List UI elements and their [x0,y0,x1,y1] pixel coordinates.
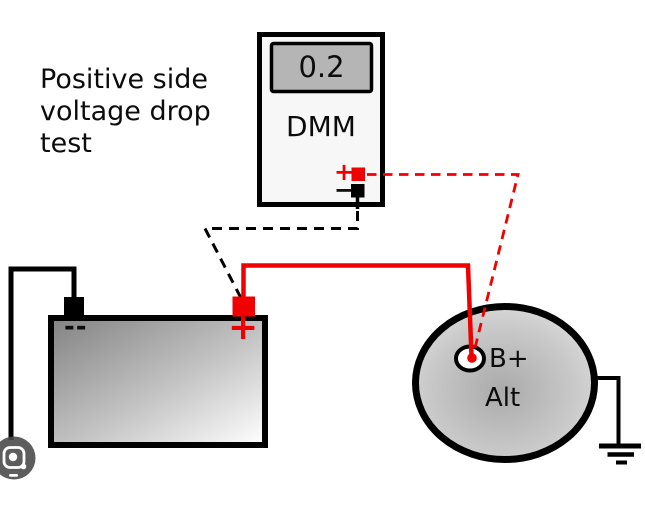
alternator-body [412,303,598,463]
lens-camera-icon[interactable] [0,436,36,480]
dmm-display [269,41,374,94]
dmm-negative-jack-label: − [334,176,355,204]
dmm-positive-jack-label: + [334,158,355,186]
alternator-label: Alt [485,383,521,413]
dmm-positive-lead-dashed [367,173,520,355]
bplus-probe-dot [467,353,477,363]
ground-symbol-icon [599,443,641,465]
alternator-output-terminal-label: B+ [489,344,529,374]
dmm-label: DMM [286,110,356,143]
dmm-display-reading: 0.2 [298,50,345,84]
alternator-ground-wire [597,376,621,444]
battery-negative-post-label: -- [64,312,88,342]
positive-cable-wire [241,263,474,357]
dmm-positive-jack [351,167,365,181]
dmm-negative-lead-dashed [202,211,359,300]
dmm-negative-jack [351,184,365,198]
battery-negative-post [64,297,84,316]
battery-positive-post [232,296,255,317]
battery-negative-wire [8,266,77,440]
battery-body [48,315,268,448]
diagram-title: Positive side voltage drop test [40,64,211,159]
battery-positive-post-label: + [228,307,259,348]
